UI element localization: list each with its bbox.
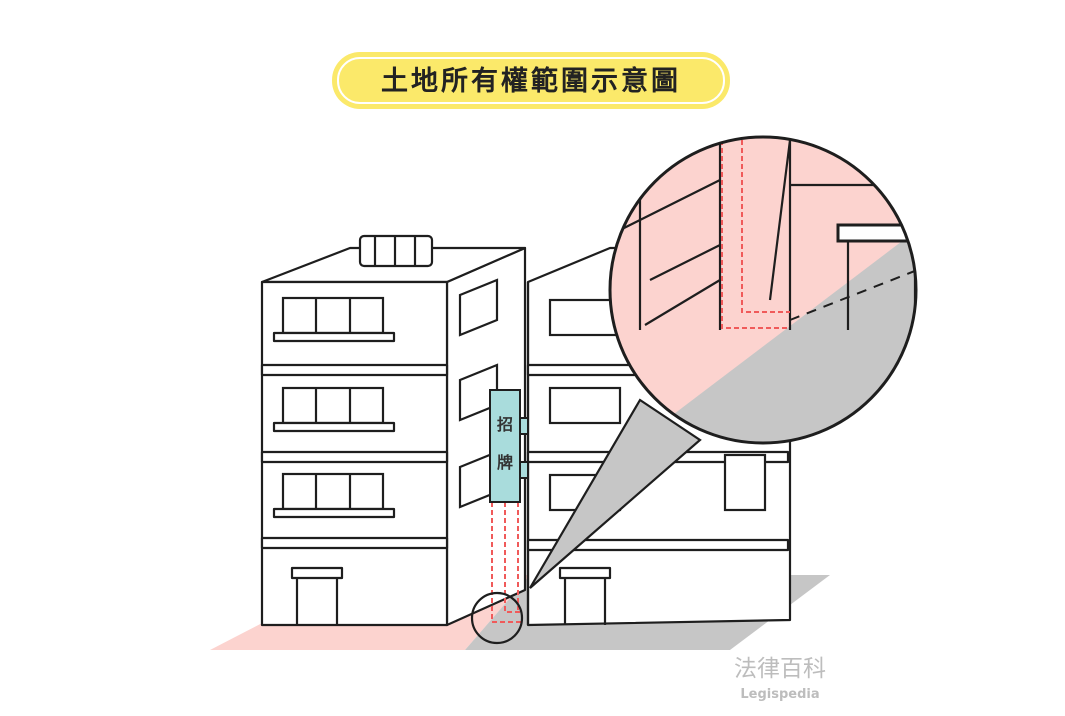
signboard: 招 牌 [489,389,529,503]
land-a-label: A 地 [363,584,427,619]
watermark: 法律百科 Legispedia [734,656,826,702]
magnifier [608,135,918,445]
sign-boundary-lines [491,502,522,623]
title-text: 土地所有權範圍示意圖 [381,65,681,97]
sign-char-1: 招 [497,415,513,434]
focus-circle [470,591,524,645]
building-a [260,234,527,627]
watermark-en: Legispedia [740,687,819,702]
title-banner: 土地所有權範圍示意圖 [332,52,730,109]
water-tank [358,234,434,268]
land-b-label: B 地 [631,584,694,619]
watermark-zh: 法律百科 [734,656,826,682]
sign-char-2: 牌 [497,453,513,472]
magnifier-pointer [529,398,702,589]
